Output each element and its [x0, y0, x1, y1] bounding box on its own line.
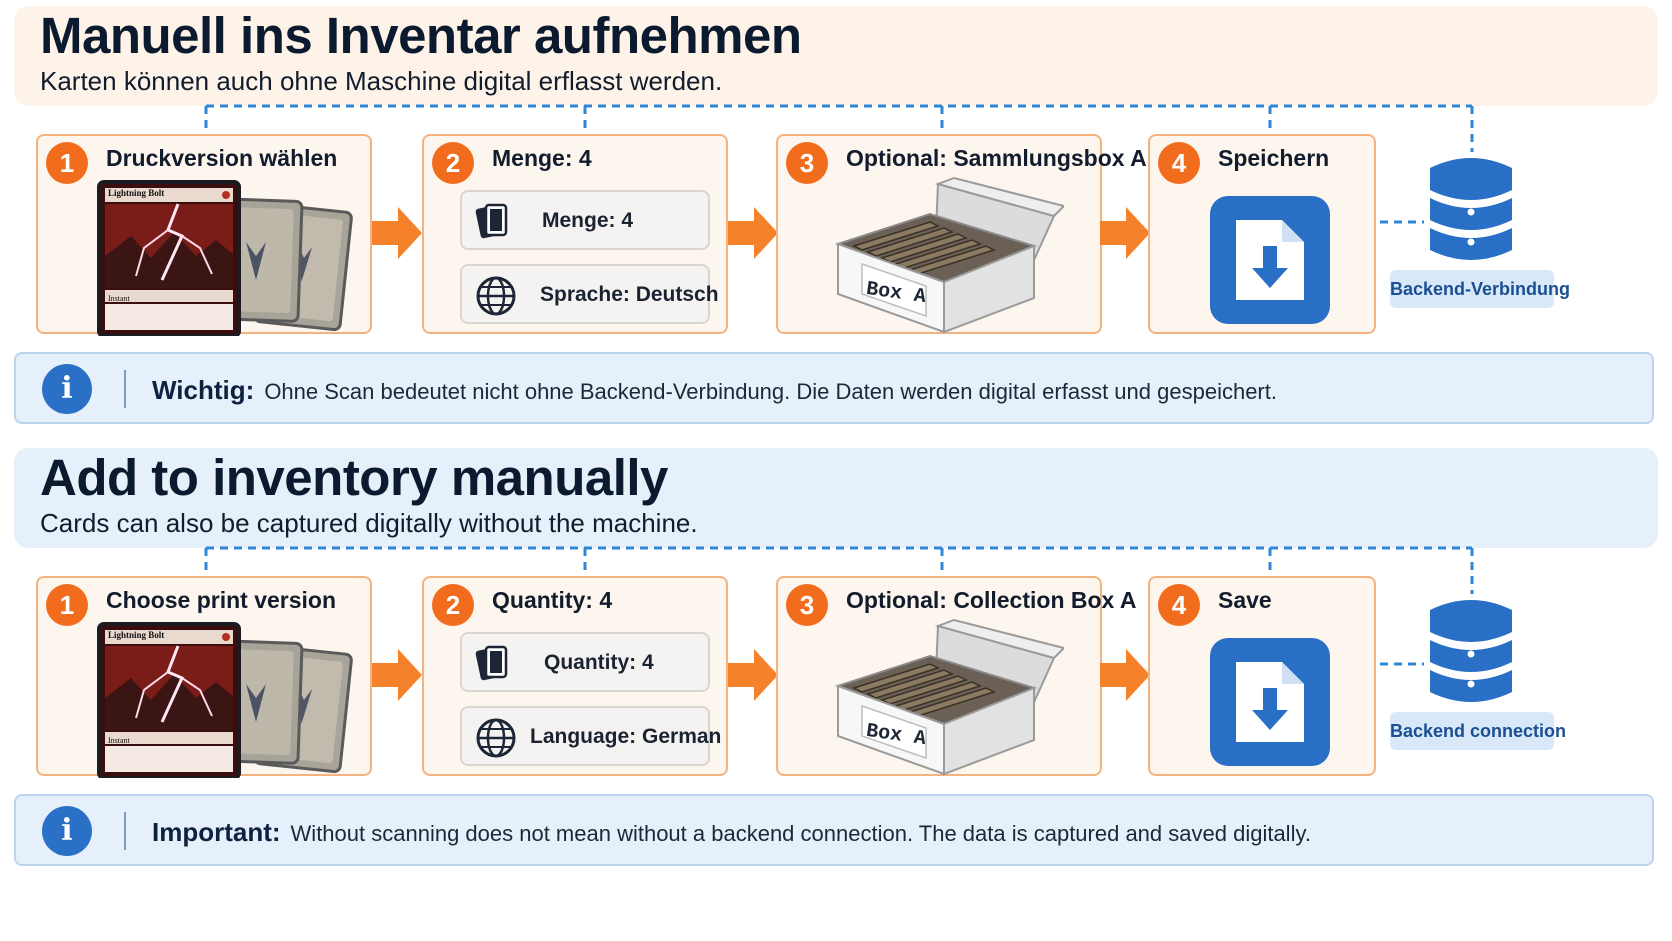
- info-text: Without scanning does not mean without a…: [290, 821, 1311, 846]
- card-name: Lightning Bolt: [108, 188, 165, 198]
- step-number-badge: 4: [1158, 584, 1200, 626]
- database-icon: [1430, 158, 1512, 260]
- step-number-badge: 3: [786, 584, 828, 626]
- database-icon: [1430, 600, 1512, 702]
- step-title: Druckversion wählen: [106, 145, 338, 171]
- info-icon: i: [42, 364, 92, 414]
- save-download-icon[interactable]: [1208, 636, 1332, 768]
- globe-icon: [476, 276, 516, 316]
- step-number-badge: 2: [432, 142, 474, 184]
- page-title: Manuell ins Inventar aufnehmen: [40, 7, 802, 64]
- right-arrow-icon: [728, 207, 778, 259]
- step-4-card: 4 Save: [1148, 576, 1376, 776]
- step-2-card: 2 Quantity: 4 Quantity: 4 Language: Germ…: [422, 576, 728, 776]
- step-4-card: 4 Speichern: [1148, 134, 1376, 334]
- card-type: Instant: [108, 294, 130, 303]
- language-label: Sprache: Deutsch: [540, 283, 719, 306]
- card-stack-icon: [475, 645, 508, 681]
- card-box-icon: [834, 176, 1064, 334]
- step-title: Optional: Sammlungsbox A: [846, 145, 1147, 171]
- step-1-card: 1 Druckversion wählen Lightning Bolt Ins…: [36, 134, 372, 336]
- step-title: Choose print version: [106, 587, 337, 613]
- page-title: Add to inventory manually: [40, 449, 668, 506]
- card-illustration-icon: [97, 622, 353, 778]
- right-arrow-icon: [372, 649, 422, 701]
- backend-connector-lines: [204, 104, 1474, 224]
- step-number-badge: 4: [1158, 142, 1200, 184]
- step-number-badge: 1: [46, 584, 88, 626]
- quantity-field[interactable]: Menge: 4: [460, 190, 710, 250]
- page-subtitle: Karten können auch ohne Maschine digital…: [40, 66, 723, 96]
- step-title: Save: [1218, 587, 1272, 613]
- step-3-card: 3 Optional: Sammlungsbox A Box A: [776, 134, 1147, 334]
- right-arrow-icon: [1100, 207, 1150, 259]
- info-label: Wichtig:: [152, 375, 255, 405]
- step-title: Optional: Collection Box A: [846, 587, 1137, 613]
- header-band: [14, 448, 1658, 548]
- card-type: Instant: [108, 736, 130, 745]
- step-title: Speichern: [1218, 145, 1330, 171]
- quantity-label: Quantity: 4: [544, 651, 654, 674]
- step-2-card: 2 Menge: 4 Menge: 4 Sprache: Deutsch: [422, 134, 728, 334]
- info-box: i Important: Without scanning does not me…: [14, 794, 1654, 866]
- step-3-card: 3 Optional: Collection Box A Box A: [776, 576, 1136, 776]
- backend-label: Backend connection: [1390, 712, 1566, 750]
- globe-icon: [476, 718, 516, 758]
- backend-connector-lines: [204, 546, 1474, 666]
- info-text: Ohne Scan bedeutet nicht ohne Backend-Ve…: [264, 379, 1277, 404]
- info-box: i Wichtig: Ohne Scan bedeutet nicht ohne …: [14, 352, 1654, 424]
- language-field[interactable]: Sprache: Deutsch: [460, 264, 719, 324]
- language-label: Language: German: [530, 725, 722, 748]
- step-number-badge: 2: [432, 584, 474, 626]
- backend-label: Backend-Verbindung: [1390, 270, 1570, 308]
- step-number-badge: 1: [46, 142, 88, 184]
- info-text-row: Important: Without scanning does not mean…: [152, 817, 1311, 848]
- info-text-row: Wichtig: Ohne Scan bedeutet nicht ohne Ba…: [152, 375, 1277, 406]
- quantity-field[interactable]: Quantity: 4: [460, 632, 710, 692]
- flow-section-en: Add to inventory manually Cards can also…: [0, 442, 1672, 912]
- page-subtitle: Cards can also be captured digitally wit…: [40, 508, 698, 538]
- right-arrow-icon: [1100, 649, 1150, 701]
- step-number-badge: 3: [786, 142, 828, 184]
- step-1-card: 1 Choose print version Lightning Bolt In…: [36, 576, 372, 778]
- step-title: Quantity: 4: [492, 587, 613, 613]
- card-box-icon: [834, 618, 1064, 776]
- language-field[interactable]: Language: German: [460, 706, 721, 766]
- quantity-label: Menge: 4: [542, 209, 634, 232]
- right-arrow-icon: [372, 207, 422, 259]
- info-divider: [124, 370, 126, 408]
- card-illustration-icon: [97, 180, 353, 336]
- header-band: [14, 6, 1658, 106]
- right-arrow-icon: [728, 649, 778, 701]
- flow-section-de: Manuell ins Inventar aufnehmen Karten kö…: [0, 0, 1672, 470]
- card-name: Lightning Bolt: [108, 630, 165, 640]
- info-divider: [124, 812, 126, 850]
- step-title: Menge: 4: [492, 145, 592, 171]
- info-label: Important:: [152, 817, 281, 847]
- info-icon: i: [42, 806, 92, 856]
- save-download-icon[interactable]: [1208, 194, 1332, 326]
- card-stack-icon: [475, 203, 508, 239]
